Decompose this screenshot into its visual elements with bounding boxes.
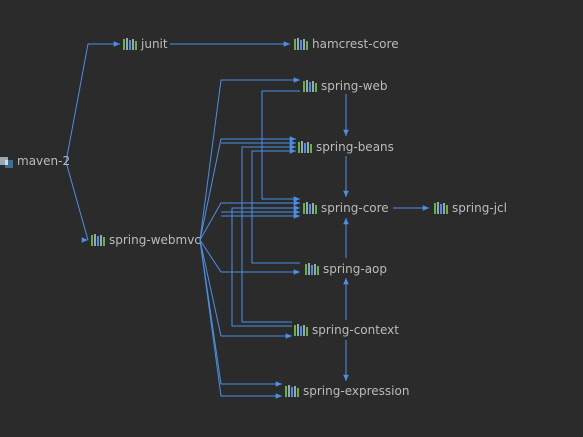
edge-spring-web-to-spring-core [261, 90, 300, 202]
edge-maven-to-junit [65, 41, 120, 163]
node-label: maven-2 [17, 154, 71, 168]
library-icon [294, 324, 308, 336]
node-spring-jcl[interactable]: spring-jcl [434, 200, 507, 216]
node-label: spring-aop [323, 262, 388, 276]
library-icon [434, 202, 448, 214]
node-label: junit [141, 37, 168, 51]
edge-webmvc-to-spring-expression-2 [199, 239, 282, 399]
node-spring-core[interactable]: spring-core [303, 200, 389, 216]
node-spring-context[interactable]: spring-context [294, 322, 399, 338]
library-icon [303, 202, 317, 214]
library-icon [91, 234, 105, 246]
library-icon [298, 141, 312, 153]
node-junit[interactable]: junit [123, 36, 168, 52]
edge-spring-aop-to-spring-beans [251, 148, 300, 264]
node-spring-expression[interactable]: spring-expression [285, 383, 409, 399]
node-label: spring-jcl [452, 201, 507, 215]
node-hamcrest-core[interactable]: hamcrest-core [294, 36, 399, 52]
node-label: spring-beans [316, 140, 394, 154]
edge-maven-to-spring-webmvc [65, 161, 89, 241]
edge-webmvc-to-spring-beans [199, 136, 296, 241]
node-spring-aop[interactable]: spring-aop [305, 261, 387, 277]
library-icon [305, 263, 319, 275]
node-maven-2[interactable]: maven-2 [0, 153, 70, 169]
node-spring-webmvc[interactable]: spring-webmvc [91, 232, 201, 248]
node-spring-web[interactable]: spring-web [303, 78, 388, 94]
edge-webmvc-to-spring-context [199, 239, 292, 339]
library-icon [123, 38, 137, 50]
node-spring-beans[interactable]: spring-beans [298, 139, 394, 155]
node-label: spring-context [312, 323, 399, 337]
edge-webmvc-to-spring-expression [199, 239, 282, 387]
edge-webmvc-to-spring-core [199, 200, 300, 241]
edge-webmvc-to-spring-web [199, 77, 300, 241]
node-label: spring-expression [303, 384, 410, 398]
library-icon [285, 385, 299, 397]
library-icon [303, 80, 317, 92]
edge-spring-context-to-spring-beans [241, 144, 296, 323]
node-label: spring-core [321, 201, 389, 215]
node-label: hamcrest-core [312, 37, 399, 51]
library-icon [294, 38, 308, 50]
edge-spring-context-to-spring-core [231, 205, 300, 327]
node-label: spring-webmvc [109, 233, 201, 247]
maven-module-icon [0, 154, 13, 168]
edge-webmvc-to-spring-aop [199, 239, 300, 275]
node-label: spring-web [321, 79, 388, 93]
